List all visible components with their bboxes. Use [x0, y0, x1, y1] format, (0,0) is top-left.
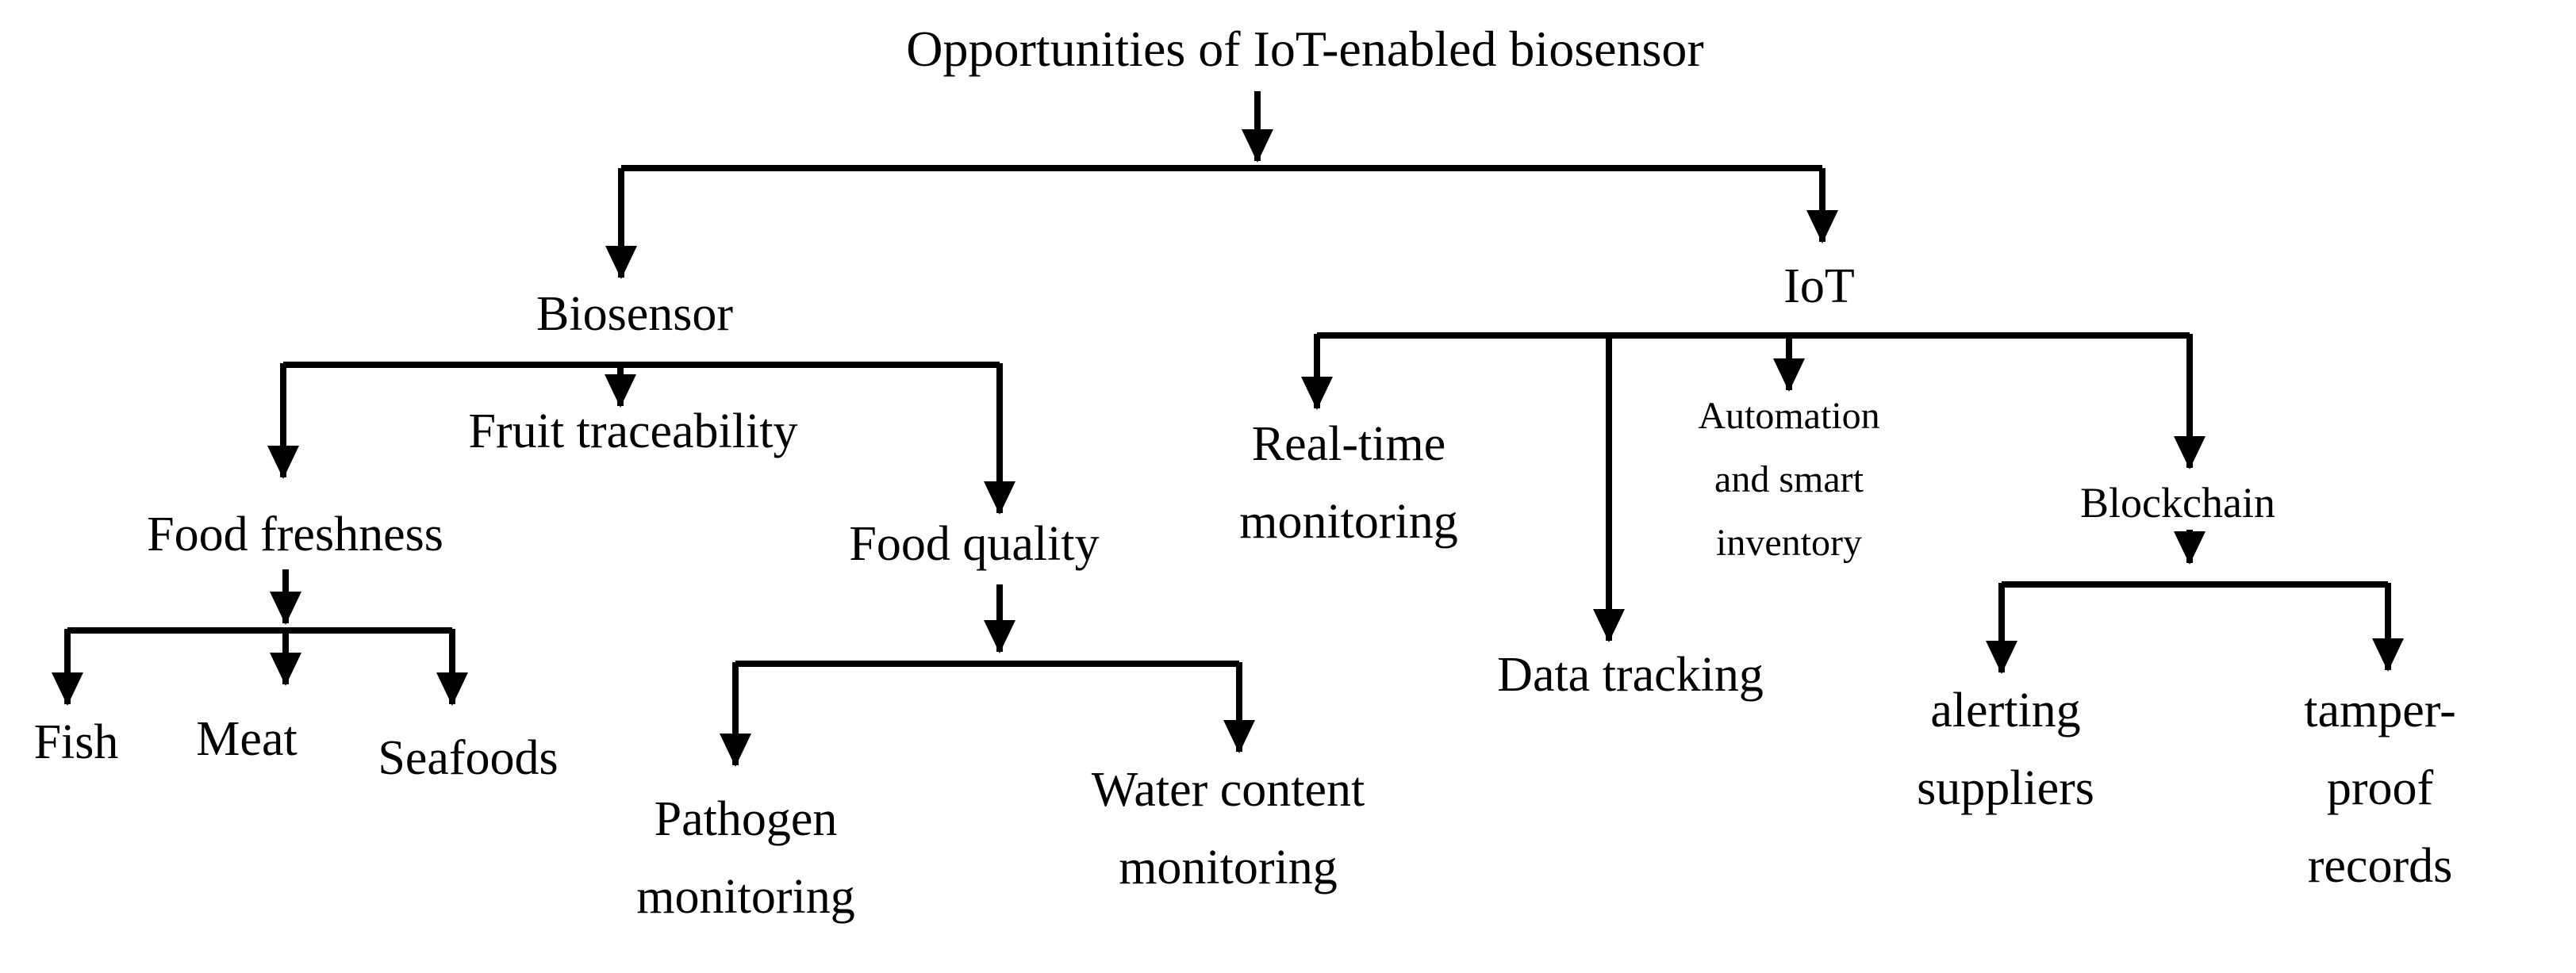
node-label-fruit-traceability: Fruit traceability [468, 404, 798, 458]
node-label-iot: IoT [1783, 259, 1855, 313]
node-label-meat: Meat [196, 712, 298, 766]
node-label-pathogen-monitoring: Pathogen monitoring [636, 792, 855, 924]
node-label-food-quality: Food quality [849, 517, 1100, 571]
node-label-automation-smart-inventory: Automation and smart inventory [1698, 395, 1880, 564]
node-label-seafoods: Seafoods [378, 731, 559, 785]
node-label-fish: Fish [33, 715, 119, 769]
node-label-food-freshness: Food freshness [147, 508, 443, 561]
node-label-data-tracking: Data tracking [1497, 648, 1764, 702]
node-label-water-content-monitoring: Water content monitoring [1091, 763, 1365, 894]
diagram-title: Opportunities of IoT-enabled biosensor [906, 21, 1704, 77]
node-label-biosensor: Biosensor [536, 287, 733, 341]
node-label-tamper-proof-records: tamper-proof records [2304, 684, 2456, 893]
node-label-blockchain: Blockchain [2080, 479, 2275, 527]
node-label-real-time-monitoring: Real-time monitoring [1239, 417, 1458, 549]
node-label-alerting-suppliers: alerting suppliers [1917, 684, 2094, 815]
